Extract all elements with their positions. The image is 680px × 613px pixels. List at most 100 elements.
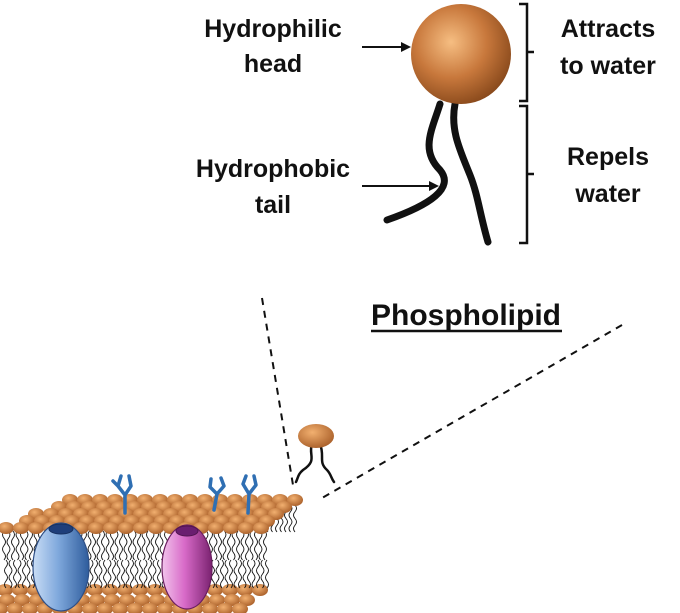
zoom-line-left: [261, 297, 294, 486]
lipid-tail: [98, 559, 103, 589]
repels-label-line2: water: [574, 180, 641, 208]
lipid-tail: [29, 530, 33, 561]
lipid-tail: [17, 559, 22, 589]
lipid-tail: [247, 559, 251, 589]
lipid-tail: [157, 559, 161, 589]
lipid-tail: [134, 559, 139, 589]
lipid-tail: [240, 530, 245, 561]
lipid-tail: [103, 559, 107, 589]
lipid-tail: [222, 530, 227, 561]
lipid-head: [147, 584, 163, 596]
lipid-head: [88, 522, 104, 534]
lipid-tail: [107, 559, 112, 589]
lipid-head: [238, 522, 254, 534]
lipid-tail: [8, 559, 13, 589]
lipid-tail: [11, 530, 15, 561]
lipid-tail: [119, 530, 123, 561]
lipid-tail: [213, 530, 218, 561]
lipid-head: [134, 594, 150, 606]
lipid-head: [0, 522, 14, 534]
lipid-tail: [110, 530, 114, 561]
lipid-tail: [251, 559, 256, 589]
lipid-head: [287, 494, 303, 506]
lipid-head: [252, 584, 268, 596]
lipid-tail: [89, 559, 94, 589]
lipid-head: [13, 522, 29, 534]
lipid-head: [103, 522, 119, 534]
lipid-tail: [114, 530, 119, 561]
lipid-head: [0, 603, 8, 613]
lipid-head: [202, 603, 218, 613]
lipid-tail: [139, 559, 143, 589]
lipid-head: [239, 594, 255, 606]
lipid-head: [232, 603, 248, 613]
lipid-tail: [150, 530, 155, 561]
head-label-line1: Hydrophilic: [204, 15, 342, 43]
lipid-tail: [24, 530, 29, 561]
lipid-head: [253, 522, 269, 534]
lipid-head: [112, 603, 128, 613]
lipid-tail: [105, 530, 110, 561]
phospholipid-head: [411, 4, 511, 104]
small-phospholipid: [294, 424, 336, 484]
lipid-tail: [132, 530, 137, 561]
lipid-head: [222, 584, 238, 596]
lipid-tail: [20, 530, 24, 561]
lipid-tail: [148, 559, 152, 589]
lipid-tail: [245, 530, 249, 561]
lipid-head: [208, 522, 224, 534]
lipid-head: [28, 522, 44, 534]
lipid-head: [117, 584, 133, 596]
attracts-label-line1: Attracts: [561, 15, 655, 43]
phospholipid-tails: [383, 100, 492, 246]
blue-protein: [32, 522, 90, 612]
lipid-head: [89, 594, 105, 606]
tail-bracket: [519, 104, 534, 245]
lipid-tail: [233, 559, 238, 589]
lipid-head: [119, 594, 135, 606]
lipid-tail: [218, 530, 222, 561]
lipid-tail: [236, 530, 240, 561]
lipid-head: [14, 594, 30, 606]
lipid-tail: [125, 559, 130, 589]
lipid-tail: [152, 559, 157, 589]
lipid-head: [104, 594, 120, 606]
lipid-head: [0, 594, 15, 606]
lipid-tail: [123, 530, 128, 561]
lipid-tail: [238, 559, 242, 589]
lipid-head: [142, 603, 158, 613]
lipid-head: [118, 522, 134, 534]
lipid-tail: [15, 530, 20, 561]
lipid-tail: [263, 530, 267, 561]
zoom-line-right: [321, 324, 623, 499]
head-bracket: [519, 2, 534, 103]
lipid-tail: [231, 530, 236, 561]
lipid-tail: [116, 559, 121, 589]
lipid-head: [82, 603, 98, 613]
tail-label-line1: Hydrophobic: [196, 155, 350, 183]
lipid-tail: [22, 559, 26, 589]
lipid-head: [217, 603, 233, 613]
lipid-tail: [260, 559, 265, 589]
cell-membrane: [0, 474, 303, 613]
lipid-tail: [94, 559, 98, 589]
lipid-tail: [2, 530, 6, 561]
lipid-tail: [146, 530, 150, 561]
lipid-tail: [92, 530, 96, 561]
pink-protein: [161, 524, 213, 610]
lipid-head: [97, 603, 113, 613]
carbohydrate-chains: [111, 474, 258, 515]
lipid-tail: [143, 559, 148, 589]
attracts-label-line2: to water: [560, 52, 656, 80]
lipid-head: [224, 594, 240, 606]
lipid-tail: [96, 530, 101, 561]
lipid-tail: [288, 504, 293, 533]
lipid-tail: [26, 559, 31, 589]
lipid-tail: [227, 530, 231, 561]
lipid-head: [223, 522, 239, 534]
lipid-tail: [229, 559, 233, 589]
lipid-head: [7, 603, 23, 613]
lipid-head: [127, 603, 143, 613]
lipid-head: [132, 584, 148, 596]
